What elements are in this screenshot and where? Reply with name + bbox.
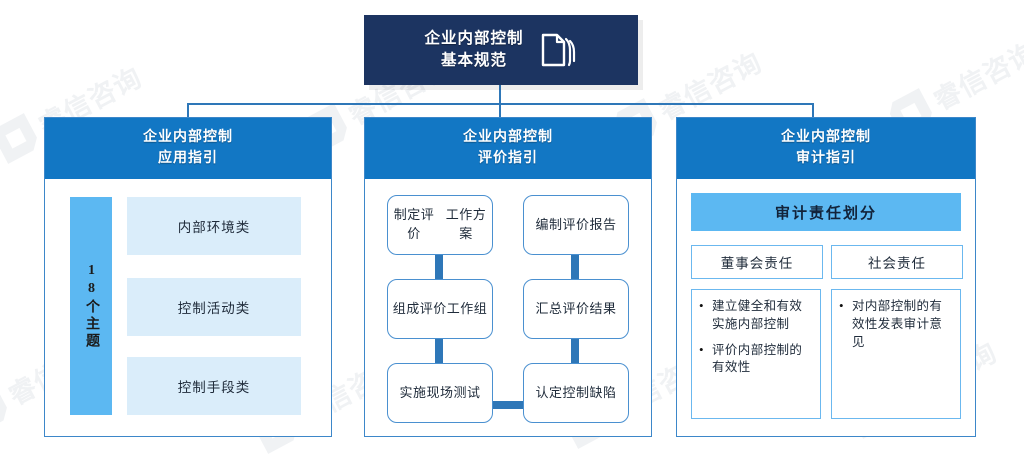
root-title-line2: 基本规范 (440, 52, 507, 69)
flow-step-box[interactable]: 编制评价报告 (523, 195, 629, 255)
responsibility-title-bar: 审计责任划分 (691, 193, 961, 231)
list-item: 评价内部控制的有效性 (699, 341, 814, 378)
watermark-text: 睿信咨询 (928, 37, 1024, 117)
flow-step-box[interactable]: 实施现场测试 (387, 363, 493, 423)
column3-body: 审计责任划分 董事会责任 社会责任 建立健全和有效实施内部控制 评价内部控制的有… (677, 179, 975, 432)
connector-drop-col3 (812, 103, 814, 118)
connector-step4-step2 (571, 253, 579, 279)
list-item: 对内部控制的有效性发表审计意见 (839, 297, 954, 351)
list-item: 建立健全和有效实施内部控制 (699, 297, 814, 334)
connector-title-down (499, 85, 501, 104)
connector-drop-col2 (499, 103, 501, 118)
theme-count-label: 18个主题 (84, 262, 100, 350)
column1-header-line1: 企业内部控制 (143, 130, 233, 145)
bullet-list: 建立健全和有效实施内部控制 评价内部控制的有效性 (696, 297, 814, 378)
connector-step3-step5 (435, 337, 443, 363)
flow-step-box[interactable]: 汇总评价结果 (523, 279, 629, 339)
column2-header: 企业内部控制 评价指引 (365, 118, 651, 179)
root-title-line1: 企业内部控制 (424, 29, 524, 47)
column3-header: 企业内部控制 审计指引 (677, 118, 975, 179)
category-box[interactable]: 控制活动类 (127, 278, 301, 336)
root-title-box: 企业内部控制 基本规范 (364, 15, 638, 85)
column-audit-guidelines: 企业内部控制 审计指引 审计责任划分 董事会责任 社会责任 建立健全和有效实施内… (676, 117, 976, 437)
connector-step5-step6 (487, 401, 529, 409)
column-evaluation-guidelines: 企业内部控制 评价指引 制定评价工作方案 编制评价报告 组成评价工作组 汇总评价… (364, 117, 652, 437)
flow-step-box[interactable]: 认定控制缺陷 (523, 363, 629, 423)
connector-step6-step4 (571, 337, 579, 363)
category-box[interactable]: 控制手段类 (127, 357, 301, 415)
hexagon-logo-icon (0, 113, 42, 164)
column1-header-line2: 应用指引 (158, 151, 218, 166)
watermark-text: 睿信咨询 (653, 47, 768, 127)
column2-header-line1: 企业内部控制 (463, 130, 553, 145)
hexagon-logo-icon (0, 383, 12, 434)
theme-count-bar: 18个主题 (70, 197, 112, 415)
column3-header-line1: 企业内部控制 (781, 130, 871, 145)
responsibility-box[interactable]: 董事会责任 (691, 245, 823, 279)
connector-drop-col1 (187, 103, 189, 118)
column1-body: 18个主题 内部环境类 控制活动类 控制手段类 (45, 179, 331, 432)
category-box[interactable]: 内部环境类 (127, 197, 301, 255)
column2-body: 制定评价工作方案 编制评价报告 组成评价工作组 汇总评价结果 实施现场测试 认定… (365, 179, 651, 432)
documents-stack-icon (541, 33, 575, 67)
column2-header-line2: 评价指引 (478, 151, 538, 166)
column1-header: 企业内部控制 应用指引 (45, 118, 331, 179)
bullet-list-box: 对内部控制的有效性发表审计意见 (831, 289, 961, 419)
bullet-list: 对内部控制的有效性发表审计意见 (836, 297, 954, 351)
root-title-text: 企业内部控制 基本规范 (424, 28, 523, 73)
column-application-guidelines: 企业内部控制 应用指引 18个主题 内部环境类 控制活动类 控制手段类 (44, 117, 332, 437)
bullet-list-box: 建立健全和有效实施内部控制 评价内部控制的有效性 (691, 289, 821, 419)
column3-header-line2: 审计指引 (796, 151, 856, 166)
connector-step1-step3 (435, 253, 443, 279)
flow-step-box[interactable]: 制定评价工作方案 (387, 195, 493, 255)
flow-step-box[interactable]: 组成评价工作组 (387, 279, 493, 339)
responsibility-box[interactable]: 社会责任 (831, 245, 963, 279)
